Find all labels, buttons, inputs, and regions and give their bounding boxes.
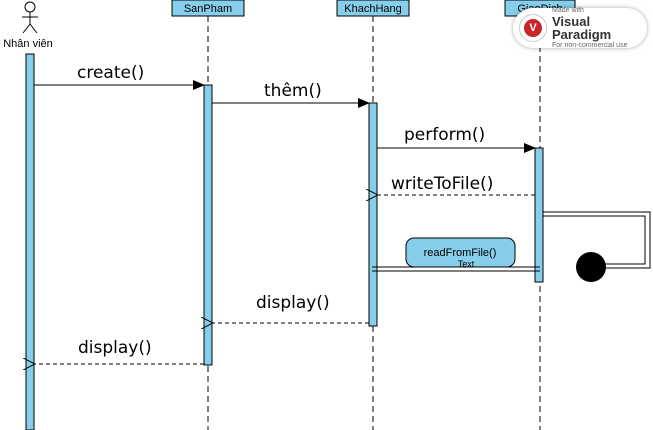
note-read-from-file[interactable]: readFromFile() xyxy=(405,237,516,268)
message-perform-label: perform() xyxy=(404,125,485,145)
actor-activation-bar[interactable] xyxy=(25,53,35,430)
message-create-label: create() xyxy=(77,63,144,83)
message-display-sanpham[interactable]: display() xyxy=(213,293,369,323)
visual-paradigm-watermark: V Made with Visual Paradigm For non-comm… xyxy=(513,7,647,49)
message-write-to-file[interactable]: writeToFile() xyxy=(378,174,535,195)
actor-nhan-vien[interactable]: Nhân viên xyxy=(3,1,53,50)
message-display-actor[interactable]: display() xyxy=(35,338,204,364)
activation-khachhang[interactable] xyxy=(368,102,378,327)
watermark-license: For non-commercial use xyxy=(552,42,628,49)
lifeline-khachhang-label: KhachHang xyxy=(344,3,402,15)
loop-outer-line xyxy=(543,211,651,269)
self-loop-connector[interactable] xyxy=(543,211,651,269)
lifeline-sanpham-label: SanPham xyxy=(184,3,232,15)
actor-head-icon xyxy=(24,1,36,13)
watermark-brand: Visual Paradigm xyxy=(552,14,612,42)
actor-leg-left-icon xyxy=(22,23,31,34)
message-write-to-file-label: writeToFile() xyxy=(391,174,493,194)
message-them-label: thêm() xyxy=(264,81,322,101)
message-them[interactable]: thêm() xyxy=(212,81,370,108)
loop-inner-line xyxy=(543,215,646,265)
message-display-actor-label: display() xyxy=(78,338,152,358)
message-perform[interactable]: perform() xyxy=(377,125,536,153)
activation-sanpham[interactable] xyxy=(203,84,213,366)
activation-giaodich[interactable] xyxy=(534,147,544,283)
watermark-made-with: Made with xyxy=(552,7,584,14)
final-state-icon[interactable] xyxy=(576,252,606,282)
visual-paradigm-logo-icon: V xyxy=(519,14,547,42)
note-caption: Text xyxy=(458,259,475,269)
note-read-from-file-label: readFromFile() xyxy=(424,247,497,259)
message-display-sanpham-label: display() xyxy=(256,293,330,313)
note-connector[interactable]: Text xyxy=(372,259,540,272)
actor-leg-right-icon xyxy=(29,23,38,34)
message-create[interactable]: create() xyxy=(34,63,205,90)
lifeline-khachhang[interactable]: KhachHang xyxy=(336,0,410,430)
actor-label: Nhân viên xyxy=(3,38,53,50)
